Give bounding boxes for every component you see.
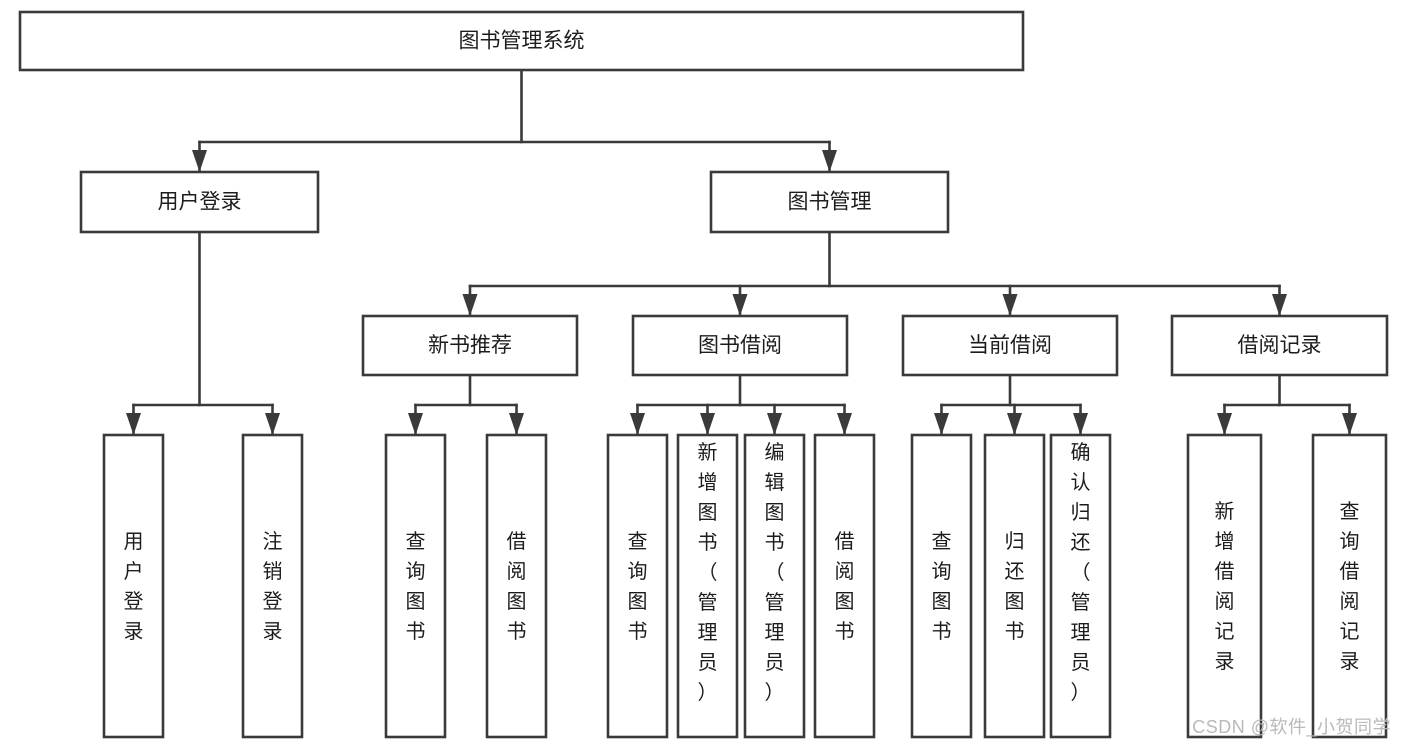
node-label-new-book-recommend: 新书推荐 — [428, 334, 512, 357]
node-label-leaf-query-book-current: 查询图书 — [932, 530, 952, 643]
node-box-leaf-add-book-admin — [676, 433, 739, 739]
connector-lines — [126, 68, 1357, 436]
node-new-book-recommend[interactable]: 新书推荐 — [361, 314, 579, 377]
node-borrow-records[interactable]: 借阅记录 — [1170, 314, 1389, 377]
edges-from-book-management — [462, 230, 1287, 317]
edges-from-current-borrow — [934, 373, 1088, 436]
node-leaf-borrow-book-recommend[interactable]: 借阅图书 — [485, 433, 548, 739]
edges-from-user-login — [126, 230, 280, 436]
node-leaf-borrow-book[interactable]: 借阅图书 — [813, 433, 876, 739]
arrow-head-icon — [1342, 413, 1357, 435]
node-box-new-book-recommend — [361, 314, 579, 377]
arrow-head-icon — [509, 413, 524, 435]
node-box-leaf-query-book-recommend — [384, 433, 447, 739]
node-box-borrow-records — [1170, 314, 1389, 377]
node-label-leaf-borrow-book: 借阅图书 — [835, 530, 855, 643]
node-box-leaf-borrow-book — [813, 433, 876, 739]
arrow-head-icon — [265, 413, 280, 435]
node-book-management[interactable]: 图书管理 — [709, 170, 950, 234]
node-leaf-add-book-admin[interactable]: 新增图书（管理员） — [676, 433, 739, 739]
node-label-leaf-add-book-admin: 新增图书（管理员） — [698, 441, 718, 704]
arrow-head-icon — [700, 413, 715, 435]
node-box-leaf-query-book-current — [910, 433, 973, 739]
node-leaf-user-login[interactable]: 用户登录 — [102, 433, 165, 739]
node-label-leaf-borrow-book-recommend: 借阅图书 — [507, 530, 527, 643]
node-box-leaf-query-borrow-record — [1311, 433, 1388, 739]
node-label-leaf-query-book-recommend: 查询图书 — [406, 530, 426, 643]
node-box-leaf-borrow-book-recommend — [485, 433, 548, 739]
arrow-head-icon — [1217, 413, 1232, 435]
node-root[interactable]: 图书管理系统 — [18, 10, 1025, 72]
node-label-book-borrow: 图书借阅 — [698, 334, 782, 357]
arrow-head-icon — [126, 413, 141, 435]
node-label-leaf-query-borrow-record: 查询借阅记录 — [1340, 500, 1360, 673]
node-label-root: 图书管理系统 — [459, 30, 585, 53]
node-current-borrow[interactable]: 当前借阅 — [901, 314, 1119, 377]
node-label-book-management: 图书管理 — [788, 191, 872, 214]
node-leaf-query-book-borrow[interactable]: 查询图书 — [606, 433, 669, 739]
arrow-head-icon — [837, 413, 852, 435]
node-leaf-query-book-recommend[interactable]: 查询图书 — [384, 433, 447, 739]
node-leaf-query-book-current[interactable]: 查询图书 — [910, 433, 973, 739]
arrow-head-icon — [1272, 294, 1287, 316]
node-user-login[interactable]: 用户登录 — [79, 170, 320, 234]
node-label-user-login: 用户登录 — [158, 191, 242, 214]
node-leaf-edit-book-admin[interactable]: 编辑图书（管理员） — [743, 433, 806, 739]
arrow-head-icon — [1007, 413, 1022, 435]
node-box-leaf-add-borrow-record — [1186, 433, 1263, 739]
node-leaf-return-book[interactable]: 归还图书 — [983, 433, 1046, 739]
node-label-current-borrow: 当前借阅 — [968, 334, 1052, 357]
edges-from-book-borrow — [630, 373, 852, 436]
node-box-leaf-user-logout — [241, 433, 304, 739]
node-book-borrow[interactable]: 图书借阅 — [631, 314, 849, 377]
node-box-leaf-confirm-return-admin — [1049, 433, 1112, 739]
node-label-leaf-user-logout: 注销登录 — [263, 530, 283, 643]
node-leaf-user-logout[interactable]: 注销登录 — [241, 433, 304, 739]
node-box-leaf-query-book-borrow — [606, 433, 669, 739]
node-box-leaf-return-book — [983, 433, 1046, 739]
node-box-current-borrow — [901, 314, 1119, 377]
arrow-head-icon — [192, 150, 207, 172]
arrow-head-icon — [1073, 413, 1088, 435]
arrow-head-icon — [934, 413, 949, 435]
arrow-head-icon — [822, 150, 837, 172]
node-leaf-confirm-return-admin[interactable]: 确认归还（管理员） — [1049, 433, 1112, 739]
node-label-borrow-records: 借阅记录 — [1238, 334, 1322, 357]
arrow-head-icon — [1002, 294, 1018, 316]
arrow-head-icon — [462, 294, 478, 316]
arrow-head-icon — [408, 413, 423, 435]
node-leaf-query-borrow-record[interactable]: 查询借阅记录 — [1311, 433, 1388, 739]
node-box-book-borrow — [631, 314, 849, 377]
node-box-user-login — [79, 170, 320, 234]
edges-from-root — [192, 68, 837, 173]
node-label-leaf-query-book-borrow: 查询图书 — [628, 530, 648, 643]
edges-from-new-book-recommend — [408, 373, 524, 436]
node-box-leaf-user-login — [102, 433, 165, 739]
node-label-leaf-add-borrow-record: 新增借阅记录 — [1215, 500, 1235, 673]
node-label-leaf-edit-book-admin: 编辑图书（管理员） — [765, 441, 785, 704]
node-label-leaf-return-book: 归还图书 — [1005, 530, 1025, 643]
arrow-head-icon — [630, 413, 645, 435]
arrow-head-icon — [767, 413, 782, 435]
node-box-root — [18, 10, 1025, 72]
node-leaf-add-borrow-record[interactable]: 新增借阅记录 — [1186, 433, 1263, 739]
node-box-leaf-edit-book-admin — [743, 433, 806, 739]
node-label-leaf-confirm-return-admin: 确认归还（管理员） — [1071, 441, 1091, 704]
diagram-nodes: 图书管理系统用户登录图书管理新书推荐图书借阅当前借阅借阅记录用户登录注销登录查询… — [18, 10, 1389, 739]
node-label-leaf-user-login: 用户登录 — [124, 531, 144, 643]
node-box-book-management — [709, 170, 950, 234]
arrow-head-icon — [732, 294, 748, 316]
edges-from-borrow-records — [1217, 373, 1357, 436]
